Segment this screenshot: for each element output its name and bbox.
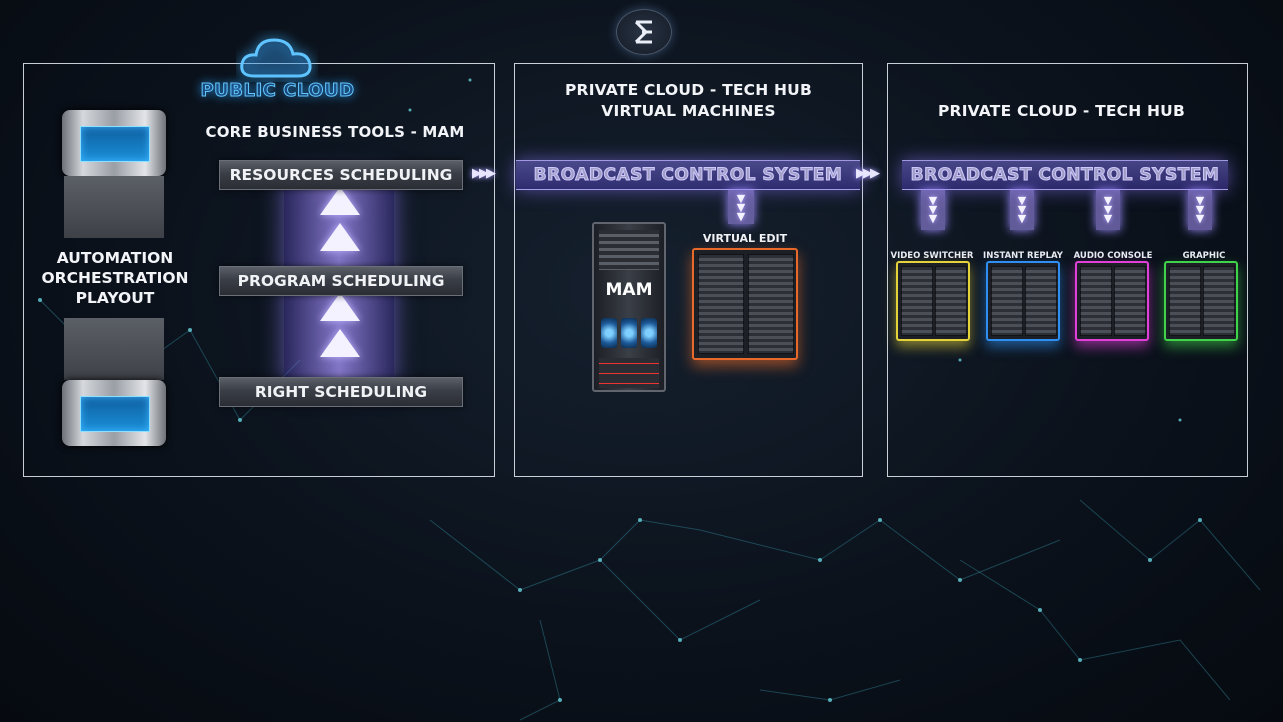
virtual-edit-label: VIRTUAL EDIT	[702, 232, 788, 245]
forward-chevrons-icon-2: ▶▶▶	[856, 166, 880, 181]
down-arrows-icon: ▼▼▼	[928, 194, 938, 225]
up-arrows-icon	[320, 187, 360, 357]
audio-console-label: AUDIO CONSOLE	[1073, 251, 1153, 261]
virtual-edit-rack	[692, 248, 798, 360]
panel-public-cloud	[23, 63, 495, 477]
server-bottom	[62, 380, 166, 446]
down-arrows-icon: ▼▼▼	[1195, 194, 1205, 225]
down-arrows-icon: ▼▼▼	[736, 192, 746, 223]
cloud-icon	[240, 38, 312, 78]
logo-emblem	[616, 9, 672, 55]
core-business-tools-title: CORE BUSINESS TOOLS - MAM	[205, 123, 465, 141]
server-screen-icon	[80, 396, 150, 432]
program-scheduling-bar: PROGRAM SCHEDULING	[219, 266, 463, 296]
video-switcher-rack	[896, 261, 970, 341]
mam-rack	[592, 222, 666, 392]
down-arrows-icon: ▼▼▼	[1017, 194, 1027, 225]
panel-private-cloud-tech-hub	[887, 63, 1248, 477]
instant-replay-rack	[986, 261, 1060, 341]
server-bottom-base	[64, 318, 164, 380]
playout-line: PLAYOUT	[75, 289, 155, 307]
resources-scheduling-bar: RESOURCES SCHEDULING	[219, 160, 463, 190]
orchestration-line: ORCHESTRATION	[41, 269, 189, 287]
down-connector	[921, 190, 945, 230]
private-cloud-title-line2: VIRTUAL MACHINES	[601, 102, 776, 120]
panel-private-cloud-vm	[514, 63, 863, 477]
audio-console-rack	[1075, 261, 1149, 341]
instant-replay-label: INSTANT REPLAY	[983, 251, 1063, 261]
graphic-label: GRAPHIC	[1182, 251, 1226, 261]
down-connector	[1188, 190, 1212, 230]
right-scheduling-bar: RIGHT SCHEDULING	[219, 377, 463, 407]
broadcast-control-system-bar-2: BROADCAST CONTROL SYSTEM	[902, 160, 1228, 190]
graphic-rack	[1164, 261, 1238, 341]
disk-icon	[621, 318, 637, 348]
server-top	[62, 110, 166, 176]
disk-icon	[641, 318, 657, 348]
down-connector	[1096, 190, 1120, 230]
public-cloud-label: PUBLIC CLOUD	[200, 80, 355, 102]
private-cloud-vm-title: PRIVATE CLOUD - TECH HUB VIRTUAL MACHINE…	[514, 80, 863, 122]
forward-chevrons-icon: ▶▶▶	[472, 166, 496, 181]
private-cloud-tech-hub-title: PRIVATE CLOUD - TECH HUB	[938, 102, 1185, 120]
down-connector	[1010, 190, 1034, 230]
server-screen-icon	[80, 126, 150, 162]
down-arrows-icon: ▼▼▼	[1103, 194, 1113, 225]
automation-line: AUTOMATION	[56, 249, 174, 267]
mam-label: MAM	[605, 280, 653, 300]
disk-icon	[601, 318, 617, 348]
private-cloud-title-line1: PRIVATE CLOUD - TECH HUB	[565, 81, 812, 99]
automation-label: AUTOMATION ORCHESTRATION PLAYOUT	[30, 248, 200, 308]
logo-icon	[634, 20, 652, 44]
server-top-base	[64, 176, 164, 238]
broadcast-control-system-bar-1: BROADCAST CONTROL SYSTEM	[516, 160, 860, 190]
down-connector	[728, 190, 754, 224]
video-switcher-label: VIDEO SWITCHER	[890, 251, 974, 261]
